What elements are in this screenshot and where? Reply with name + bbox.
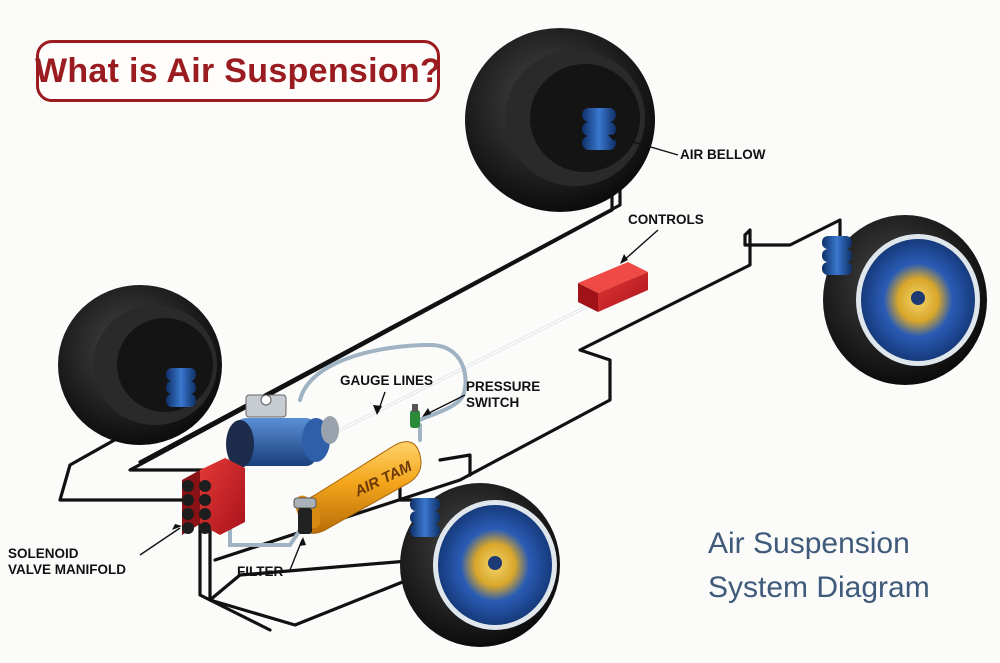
diagram-subtitle: Air Suspension System Diagram: [708, 522, 968, 610]
label-filter-text: FILTER: [237, 564, 284, 579]
subtitle-line1: Air Suspension: [708, 527, 910, 560]
label-solenoid-valve-manifold: SOLENOID VALVE MANIFOLD: [8, 546, 126, 578]
page-title: What is Air Suspension?: [34, 51, 442, 90]
controls-box: [578, 262, 648, 312]
air-bellow-bottom: [410, 498, 440, 537]
filter: [293, 497, 317, 534]
compressor: [226, 394, 339, 468]
tire-top: [465, 28, 655, 212]
air-bellow-left: [166, 368, 196, 407]
title-box: What is Air Suspension?: [34, 40, 442, 102]
label-controls-text: CONTROLS: [628, 212, 704, 227]
label-air-bellow: AIR BELLOW: [680, 147, 766, 163]
label-air-bellow-text: AIR BELLOW: [680, 147, 766, 162]
callout-leaders: [139, 134, 679, 571]
pressure-switch: [410, 404, 420, 428]
label-filter: FILTER: [237, 564, 283, 580]
label-pressure-switch-line2: SWITCH: [466, 395, 520, 410]
subtitle-line2: System Diagram: [708, 571, 930, 604]
label-gauge-lines-text: GAUGE LINES: [340, 373, 434, 388]
solenoid-valve-manifold: [182, 458, 245, 535]
label-pressure-switch: PRESSURE SWITCH: [466, 379, 540, 411]
air-bellow-top: [582, 108, 616, 150]
label-solenoid-line2: VALVE MANIFOLD: [8, 562, 126, 577]
tire-right: [823, 215, 987, 385]
label-pressure-switch-line1: PRESSURE: [466, 379, 541, 394]
callout-arrowheads: [172, 134, 628, 546]
tire-bottom: [400, 483, 560, 647]
label-controls: CONTROLS: [628, 212, 704, 228]
label-solenoid-line1: SOLENOID: [8, 546, 79, 561]
air-bellow-right: [822, 236, 852, 275]
label-gauge-lines: GAUGE LINES: [340, 373, 433, 389]
tire-left: [58, 285, 222, 445]
